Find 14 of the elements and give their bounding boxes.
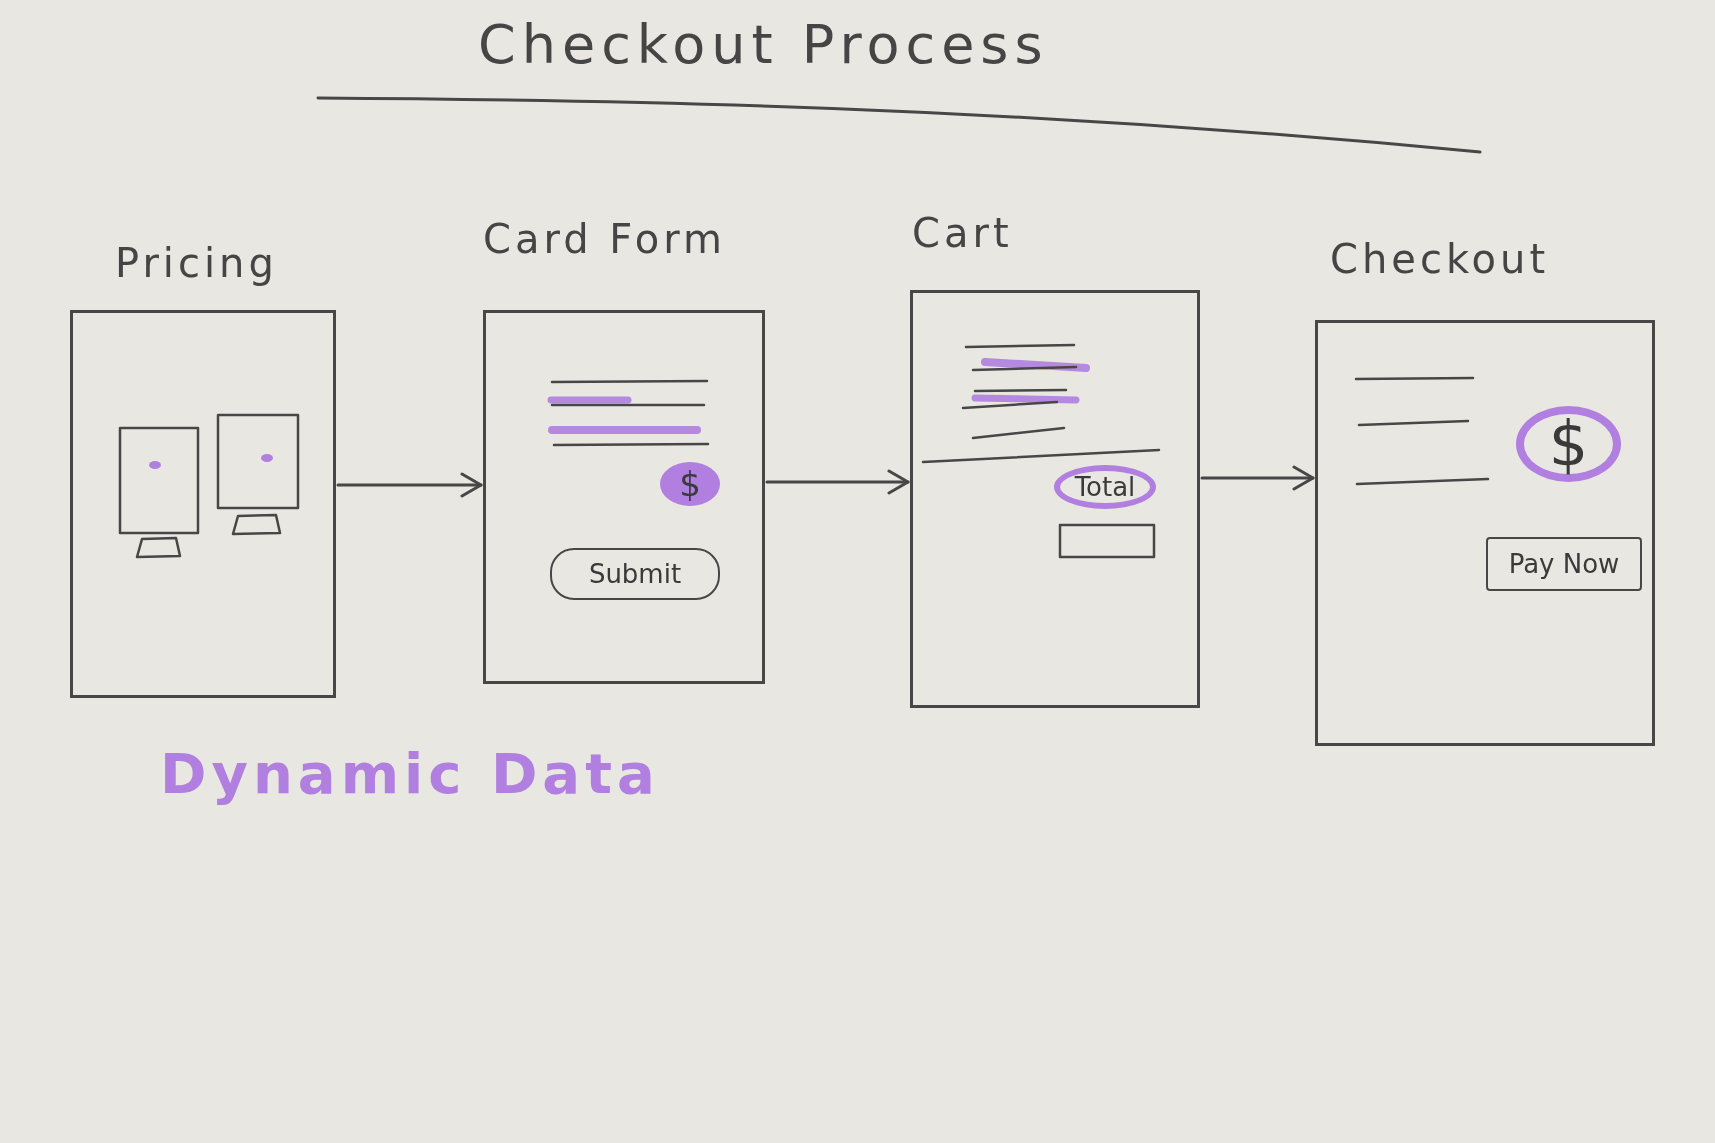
arrow	[336, 472, 483, 498]
action-button: Pay Now	[1486, 537, 1642, 591]
page-title: Checkout Process	[478, 14, 1049, 77]
screen-title: Card Form	[483, 216, 727, 262]
screen-title: Cart	[912, 210, 1013, 256]
circled-currency-symbol: $	[1516, 406, 1621, 482]
screen-title: Checkout	[1330, 236, 1550, 282]
screen-title: Pricing	[115, 240, 278, 286]
arrow	[1200, 465, 1315, 491]
arrow	[765, 469, 910, 495]
circled-amount-label: Total	[1054, 465, 1156, 509]
highlighted-currency-symbol: $	[660, 462, 720, 506]
note-text: Dynamic Data	[160, 742, 660, 807]
action-button: Submit	[550, 548, 720, 600]
